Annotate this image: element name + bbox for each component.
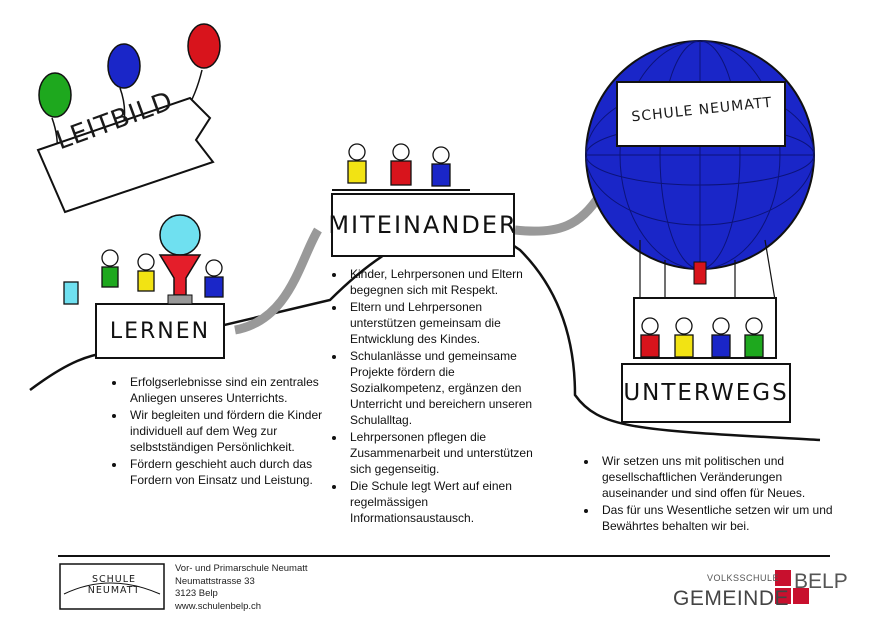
list-item: Schulanlässe und gemeinsame Projekte för… [346, 348, 538, 428]
list-item: Wir setzen uns mit politischen und gesel… [598, 453, 836, 501]
list-item: Eltern und Lehrpersonen unterstützen gem… [346, 299, 538, 347]
miteinander-label: MITEINANDER [328, 211, 518, 239]
miteinander-box [331, 193, 515, 257]
lernen-box [95, 303, 225, 359]
gemeinde-small-text: VOLKSSCHULE [707, 573, 780, 583]
hose-left [234, 227, 322, 335]
blue-balloon [107, 43, 141, 89]
website-link[interactable]: www.schulenbelp.ch [175, 600, 262, 612]
list-item: Lehrpersonen pflegen die Zusammenarbeit … [346, 429, 538, 477]
list-item: Kinder, Lehrpersonen und Eltern begegnen… [346, 266, 538, 298]
lernen-label: LERNEN [109, 318, 211, 344]
unterwegs-points: Wir setzen uns mit politischen und gesel… [580, 453, 836, 535]
gemeinde-belp-text: BELP [794, 570, 848, 593]
balloon-sign [616, 81, 786, 147]
footer-address: Vor- und Primarschule Neumatt Neumattstr… [175, 563, 308, 613]
footer-logo [59, 563, 165, 610]
cyan-balloon [159, 214, 201, 256]
unterwegs-label: UNTERWEGS [623, 380, 789, 406]
unterwegs-box [621, 363, 791, 423]
gemeinde-belp-logo [775, 570, 809, 604]
hose-right [514, 192, 604, 236]
red-balloon [187, 23, 221, 69]
city: 3123 Belp [175, 588, 218, 599]
list-item: Erfolgserlebnisse sind ein zentrales Anl… [126, 374, 326, 406]
unterwegs-kids [640, 317, 764, 358]
school-name: Vor- und Primarschule Neumatt [175, 563, 308, 574]
miteinander-kids [332, 143, 470, 191]
gemeinde-big-text: GEMEINDE [673, 587, 790, 610]
list-item: Die Schule legt Wert auf einen regelmäss… [346, 478, 538, 526]
lernen-points: Erfolgserlebnisse sind ein zentrales Anl… [108, 374, 326, 489]
hot-air-balloon [585, 40, 815, 359]
funnel [158, 254, 202, 296]
street: Neumattstrasse 33 [175, 575, 255, 587]
footer-logo-text: SCHULE NEUMATT [87, 574, 141, 596]
list-item: Fördern geschieht auch durch das Fordern… [126, 456, 326, 488]
miteinander-points: Kinder, Lehrpersonen und Eltern begegnen… [328, 266, 538, 527]
list-item: Das für uns Wesentliche setzen wir um un… [598, 502, 836, 534]
green-balloon [38, 72, 72, 118]
leitbild-banner [36, 96, 215, 214]
lernen-kids [63, 249, 224, 305]
list-item: Wir begleiten und fördern die Kinder ind… [126, 407, 326, 455]
small-balloons [38, 23, 221, 161]
